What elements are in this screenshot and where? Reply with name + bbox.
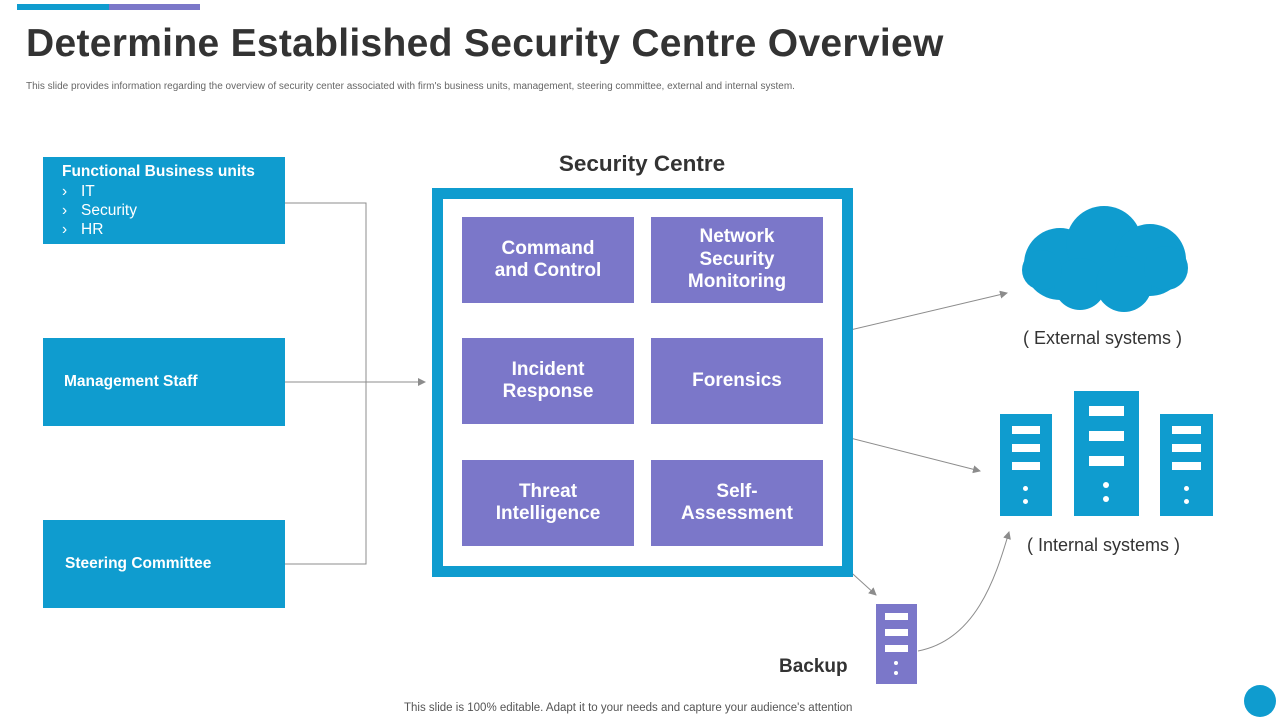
cell-command-and-control: Command and Control	[462, 217, 634, 303]
management-staff-box: Management Staff	[43, 338, 285, 426]
functional-item-it: › IT	[62, 183, 95, 200]
backup-server-icon	[876, 604, 917, 684]
steering-committee-box: Steering Committee	[43, 520, 285, 608]
functional-item-hr: › HR	[62, 221, 104, 238]
functional-item-security: › Security	[62, 202, 137, 219]
server-icon	[1160, 414, 1213, 516]
accent-bar-purple	[109, 4, 200, 10]
functional-business-units-box: Functional Business units › IT › Securit…	[43, 157, 285, 244]
cell-incident-response: Incident Response	[462, 338, 634, 424]
page-title: Determine Established Security Centre Ov…	[26, 22, 944, 65]
connector-functional	[285, 202, 367, 565]
cell-threat-intelligence: Threat Intelligence	[462, 460, 634, 546]
functional-heading: Functional Business units	[62, 163, 255, 180]
accent-bar-blue	[17, 4, 109, 10]
chevron-right-icon: ›	[62, 183, 68, 200]
cell-self-assessment: Self-Assessment	[651, 460, 823, 546]
internal-systems-label: ( Internal systems )	[1027, 535, 1181, 555]
server-icon	[1074, 391, 1139, 516]
corner-circle	[1244, 685, 1276, 717]
cloud-icon	[1022, 206, 1188, 312]
security-centre-title: Security Centre	[558, 151, 726, 176]
page-subtitle: This slide provides information regardin…	[26, 81, 795, 92]
backup-label: Backup	[779, 656, 848, 677]
connector-backup-internal	[917, 531, 1011, 652]
chevron-right-icon: ›	[62, 221, 68, 238]
external-systems-label: ( External systems )	[1023, 328, 1183, 348]
server-icon	[1000, 414, 1052, 516]
cell-forensics: Forensics	[651, 338, 823, 424]
footer-text: This slide is 100% editable. Adapt it to…	[404, 702, 853, 714]
chevron-right-icon: ›	[62, 202, 68, 219]
cell-network-security-monitoring: Network Security Monitoring	[651, 217, 823, 303]
